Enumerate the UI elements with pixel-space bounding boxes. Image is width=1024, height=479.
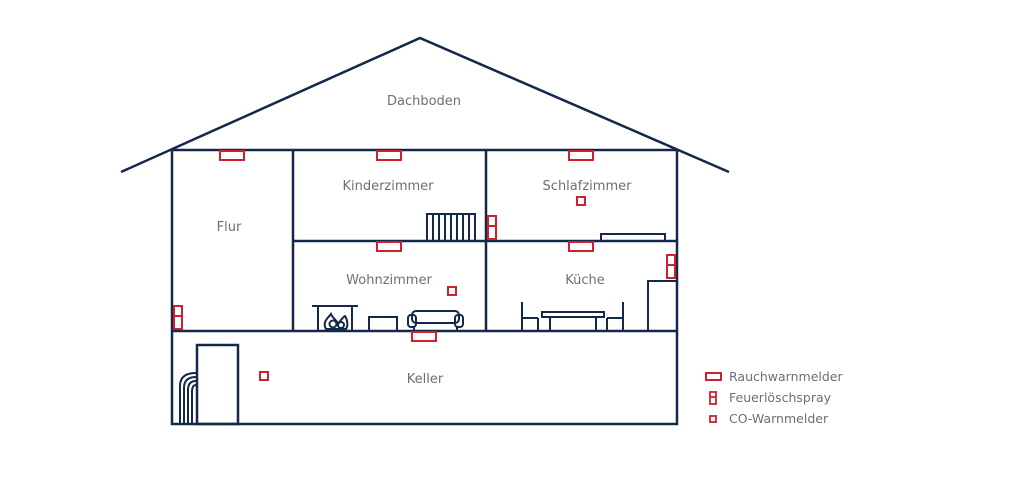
- room-label-kitchen: Küche: [565, 273, 605, 288]
- co-detector-icon: [709, 415, 717, 423]
- smoke-detector-icon: [376, 150, 402, 161]
- sofa: [407, 310, 464, 331]
- smoke-detector-icon: [376, 241, 402, 252]
- legend-label-co-detector: CO-Warnmelder: [729, 411, 829, 426]
- room-label-attic: Dachboden: [387, 94, 461, 109]
- co-detector-icon: [447, 286, 457, 296]
- fire-extinguisher-spray-icon: [487, 215, 497, 240]
- co-detector-icon: [259, 371, 269, 381]
- legend-label-fire-spray: Feuerlöschspray: [729, 390, 832, 405]
- smoke-detector-icon: [568, 241, 594, 252]
- room-label-hall: Flur: [217, 220, 242, 235]
- room-label-basement: Keller: [407, 372, 444, 387]
- smoke-detector-icon: [219, 150, 594, 342]
- room-label-living-room: Wohnzimmer: [346, 273, 432, 288]
- heating-pipes: [179, 372, 197, 424]
- fire-extinguisher-spray-icon: [709, 391, 717, 405]
- room-label-bedroom: Schlafzimmer: [543, 179, 633, 194]
- room-label-kids-room: Kinderzimmer: [342, 179, 434, 194]
- co-detector-icon: [259, 196, 586, 381]
- basement-door: [195, 343, 240, 426]
- fire-extinguisher-spray-icon: [666, 254, 676, 279]
- fire-extinguisher-spray-icon: [173, 305, 183, 330]
- smoke-detector-icon: [568, 150, 594, 161]
- legend: Rauchwarnmelder Feuerlöschspray CO-Warnm…: [705, 369, 843, 426]
- fridge: [647, 280, 678, 332]
- smoke-detector-icon: [411, 331, 437, 342]
- radiator: [426, 213, 476, 242]
- fireplace: [312, 305, 358, 331]
- smoke-detector-icon: [219, 150, 245, 161]
- legend-label-smoke-detector: Rauchwarnmelder: [729, 369, 843, 384]
- smoke-detector-icon: [705, 372, 722, 381]
- dining-table: [521, 302, 624, 331]
- bed: [600, 233, 666, 242]
- co-detector-icon: [576, 196, 586, 206]
- roof: [120, 36, 730, 174]
- cabinet: [368, 316, 398, 332]
